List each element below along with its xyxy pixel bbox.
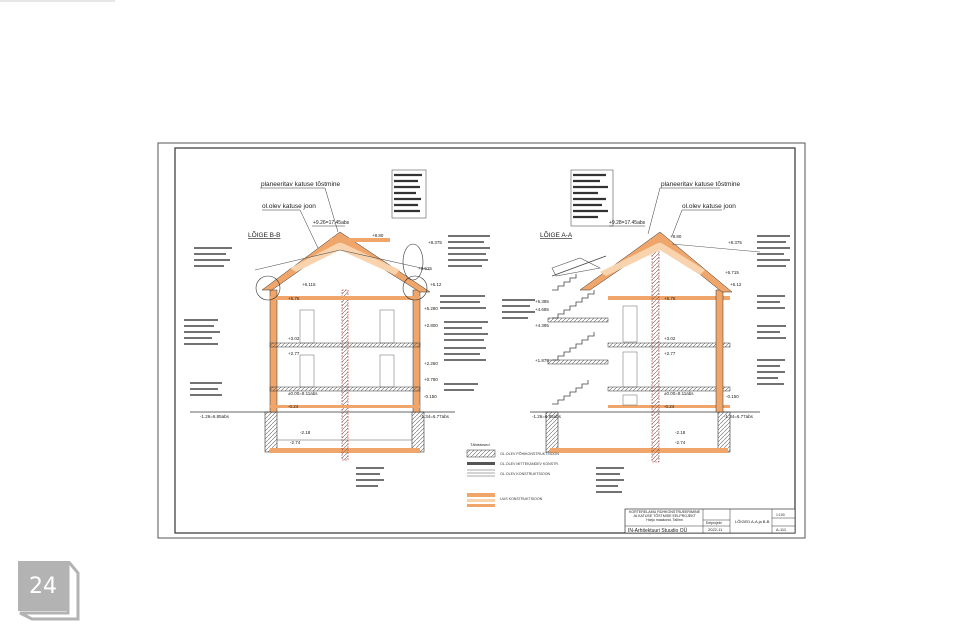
level: -2.18 [675,430,686,435]
legend-item: OL.OLEV KONSTRUKTSIOON [500,472,551,476]
section-bb: planeeritav katuse tõstmine ol.olev katu… [184,169,490,487]
level: +6.715 [725,270,739,275]
level: +5.76 [664,296,676,301]
project-title: KORTERELAMU RÜHKONSTRUEERIMINE JA KATUSE… [628,510,701,519]
level: -0.24 [288,404,299,409]
level: +3.02 [664,336,676,341]
design-stage: Eelprojekt [706,521,722,525]
level: +5.385 [535,299,549,304]
section-aa-ridge-level: +9.28=17.45abs [609,220,646,226]
section-aa: planeeritav katuse tõstmine ol.olev katu… [502,169,790,493]
level: +8.375 [428,240,442,245]
level: +2.800 [424,323,438,328]
level: +3.02 [288,336,300,341]
drawing-date: 2022-11 [708,527,723,532]
section-aa-roof-raise-note: planeeritav katuse tõstmine [661,181,741,188]
sheet-title: LÕIGED A-A ja B-B [735,519,770,524]
section-bb-ridge-level: +9.26=17.45abs [313,220,350,226]
page-number: 24 [29,573,57,599]
company-name: IN-Arhitektuuri Stuudio OÜ [628,527,688,534]
page-number-badge: 24 [18,561,80,621]
level: +6.12 [430,282,442,287]
level: +4.395 [535,323,549,328]
level: -2.74 [290,440,301,445]
sheet-frame-inner [174,147,796,534]
title-block: KORTERELAMU RÜHKONSTRUEERIMINE JA KATUSE… [624,508,796,534]
legend-item: OL.OLEV PÕHIKONSTRUKTSIOON [500,451,559,456]
level: ±0.00=8.11abs [288,391,318,396]
level: +6.915 [418,266,432,271]
level: -1.26=6.85abs [200,414,230,419]
level: -1.26=6.85abs [532,414,562,419]
level: +0.780 [424,377,438,382]
level: -1.34=6.77abs [724,414,754,419]
legend-title: Tähistused [470,442,490,447]
sheet-number: A-111 [776,527,787,532]
level: -2.74 [675,440,686,445]
level: -1.34=6.77abs [420,414,450,419]
level: +6.12 [730,282,742,287]
drawing-scale: 1:100 [776,513,785,517]
level: -0.24 [664,404,675,409]
top-rule [0,0,115,2]
level: -0.150 [726,394,739,399]
level: +5.76 [288,296,300,301]
level: -0.150 [424,394,437,399]
level: ±0.00=8.11abs [664,391,694,396]
level: +2.260 [424,361,438,366]
section-aa-existing-roof-note: ol.olev katuse joon [682,203,736,210]
level: +6.115 [302,282,316,287]
level: +1.875 [535,358,549,363]
level: +8.375 [728,240,742,245]
level: +8.80 [670,234,682,239]
legend: Tähistused OL.OLEV PÕHIKONSTRUKTSIOON OL… [466,442,559,507]
level: +2.77 [664,351,676,356]
section-bb-roof-raise-note: planeeritav katuse tõstmine [261,181,341,188]
level: +4.685 [535,307,549,312]
level: +5.280 [424,306,438,311]
legend-item: OL.OLEV MITTEKANDEV KONSTR. [500,462,559,466]
section-aa-title: LÕIGE A-A [540,230,573,239]
level: -2.18 [300,430,311,435]
level: +2.77 [288,351,300,356]
section-bb-existing-roof-note: ol.olev katuse joon [262,203,316,210]
project-address: Harju maakond, Tallinn [646,518,683,523]
section-bb-title: LÕIGE B-B [248,230,281,239]
legend-item: UUS KONSTRUKTSIOON [500,497,543,501]
level: +8.80 [372,233,384,238]
page-badge-icon [18,561,80,621]
